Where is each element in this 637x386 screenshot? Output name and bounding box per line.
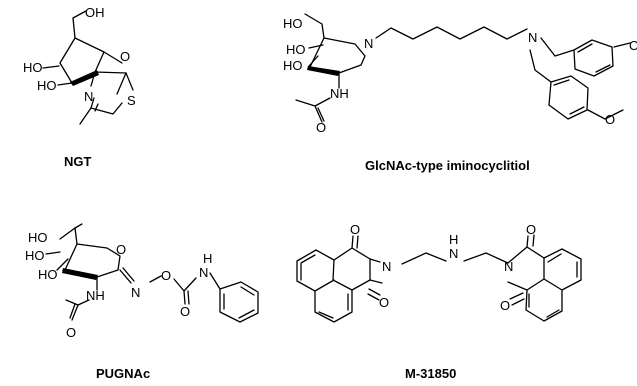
- atom-label-n: N: [504, 259, 513, 274]
- structure-pugnac: [45, 223, 259, 323]
- structure-glcnac-iminocyclitiol: [295, 13, 631, 123]
- caption-ngt: NGT: [64, 154, 92, 169]
- atom-label-o: O: [116, 242, 126, 257]
- atom-label-s: S: [127, 93, 136, 108]
- atom-label-n: N: [199, 265, 208, 280]
- caption-m31850: M-31850: [405, 366, 456, 381]
- atom-label-o: O: [161, 268, 171, 283]
- atom-label-o: O: [379, 295, 389, 310]
- atom-label-o: O: [500, 298, 510, 313]
- atom-label-n: N: [382, 259, 391, 274]
- atom-label-o: O: [66, 325, 76, 340]
- atom-label-n: N: [364, 36, 373, 51]
- atom-label-o: O: [120, 49, 130, 64]
- caption-pugnac: PUGNAc: [96, 366, 150, 381]
- atom-label-ho: HO: [286, 42, 306, 57]
- structure-m31850: [296, 234, 582, 323]
- atom-label-ho: HO: [23, 60, 43, 75]
- atom-label-o: O: [526, 222, 536, 237]
- atom-label-o: O: [316, 120, 326, 135]
- atom-label-o: O: [350, 222, 360, 237]
- atom-label-n: N: [84, 89, 93, 104]
- atom-label-ho: HO: [283, 16, 303, 31]
- atom-label-o: O: [605, 112, 615, 127]
- atom-label-ho: HO: [37, 78, 57, 93]
- atom-label-nh: NH: [330, 86, 349, 101]
- atom-label-h: H: [203, 251, 212, 266]
- atom-label-oh: OH: [85, 5, 105, 20]
- structure-ngt: [42, 10, 134, 125]
- caption-glcnac-iminocyclitiol: GlcNAc-type iminocyclitiol: [365, 158, 530, 173]
- atom-label-n: N: [449, 246, 458, 261]
- atom-label-ho: HO: [28, 230, 48, 245]
- atom-label-n: N: [131, 285, 140, 300]
- atom-label-h: H: [449, 232, 458, 247]
- atom-label-o-cropped: O: [629, 38, 637, 53]
- atom-label-n: N: [528, 30, 537, 45]
- atom-label-ho: HO: [25, 248, 45, 263]
- atom-label-ho: HO: [38, 267, 58, 282]
- atom-label-o: O: [180, 304, 190, 319]
- atom-label-nh: NH: [86, 288, 105, 303]
- atom-label-ho: HO: [283, 58, 303, 73]
